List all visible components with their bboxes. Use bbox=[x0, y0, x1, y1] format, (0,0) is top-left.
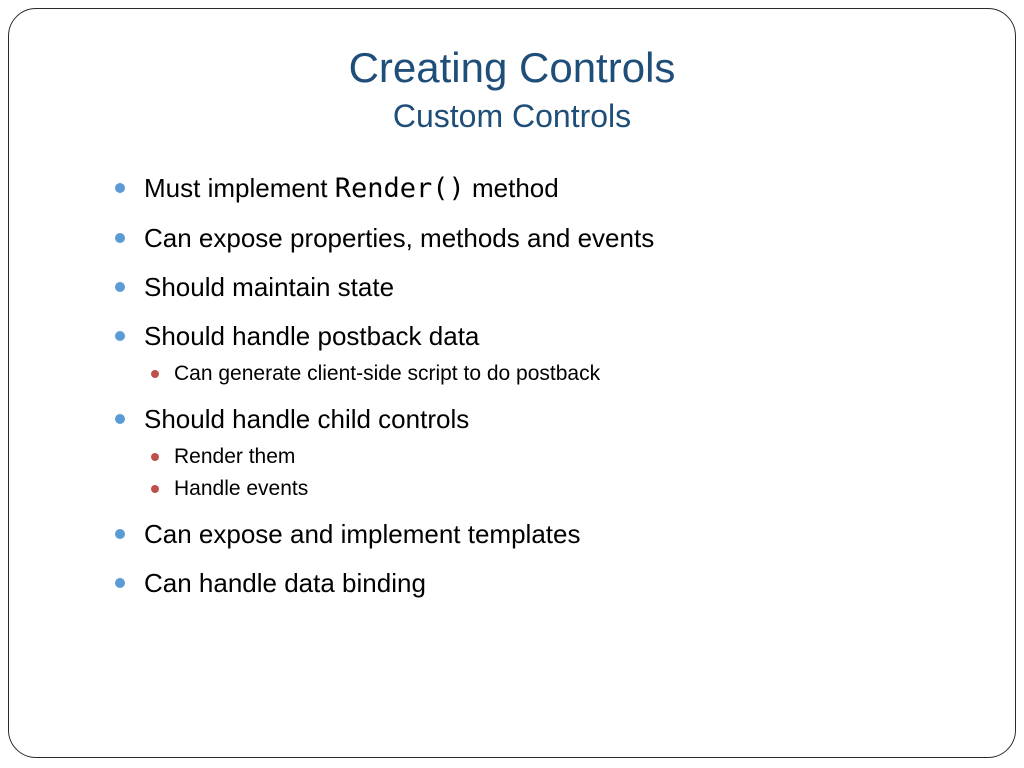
bullet-dot-icon bbox=[115, 414, 125, 424]
bullet-code: Render() bbox=[334, 173, 465, 204]
sub-bullet-item: Can generate client-side script to do po… bbox=[113, 359, 973, 389]
sub-bullet-text: Handle events bbox=[174, 477, 309, 500]
bullet-item: Can handle data binding bbox=[113, 563, 973, 603]
bullet-list: Must implement Render() method Can expos… bbox=[113, 168, 973, 612]
bullet-text: Should handle child controls bbox=[144, 404, 470, 434]
bullet-text: Must implement bbox=[144, 173, 335, 203]
sub-bullet-item: Render them bbox=[113, 442, 973, 472]
slide-subtitle: Custom Controls bbox=[392, 98, 632, 134]
slide-frame bbox=[8, 8, 1016, 758]
title-block: Creating Controls Custom Controls bbox=[0, 40, 1024, 136]
sub-bullet-text: Render them bbox=[174, 445, 296, 468]
bullet-text: Should handle postback data bbox=[144, 321, 480, 351]
sub-bullet-dot-icon bbox=[151, 370, 159, 378]
bullet-text: Can expose properties, methods and event… bbox=[144, 223, 655, 253]
bullet-dot-icon bbox=[115, 233, 125, 243]
bullet-item: Can expose properties, methods and event… bbox=[113, 218, 973, 258]
bullet-text: Should maintain state bbox=[144, 272, 395, 302]
bullet-item: Should handle child controls bbox=[113, 399, 973, 439]
slide-title: Creating Controls bbox=[348, 44, 676, 91]
bullet-item: Can expose and implement templates bbox=[113, 514, 973, 554]
bullet-item: Should handle postback data bbox=[113, 316, 973, 356]
sub-bullet-item: Handle events bbox=[113, 474, 973, 504]
bullet-dot-icon bbox=[115, 529, 125, 539]
bullet-dot-icon bbox=[115, 578, 125, 588]
sub-bullet-dot-icon bbox=[151, 453, 159, 461]
bullet-item: Must implement Render() method bbox=[113, 168, 973, 209]
bullet-item: Should maintain state bbox=[113, 267, 973, 307]
bullet-text: Can handle data binding bbox=[144, 568, 426, 598]
sub-bullet-dot-icon bbox=[151, 485, 159, 493]
bullet-dot-icon bbox=[115, 331, 125, 341]
bullet-dot-icon bbox=[115, 183, 125, 193]
sub-bullet-text: Can generate client-side script to do po… bbox=[174, 362, 601, 385]
bullet-text: method bbox=[464, 173, 559, 203]
bullet-text: Can expose and implement templates bbox=[144, 519, 581, 549]
bullet-dot-icon bbox=[115, 282, 125, 292]
